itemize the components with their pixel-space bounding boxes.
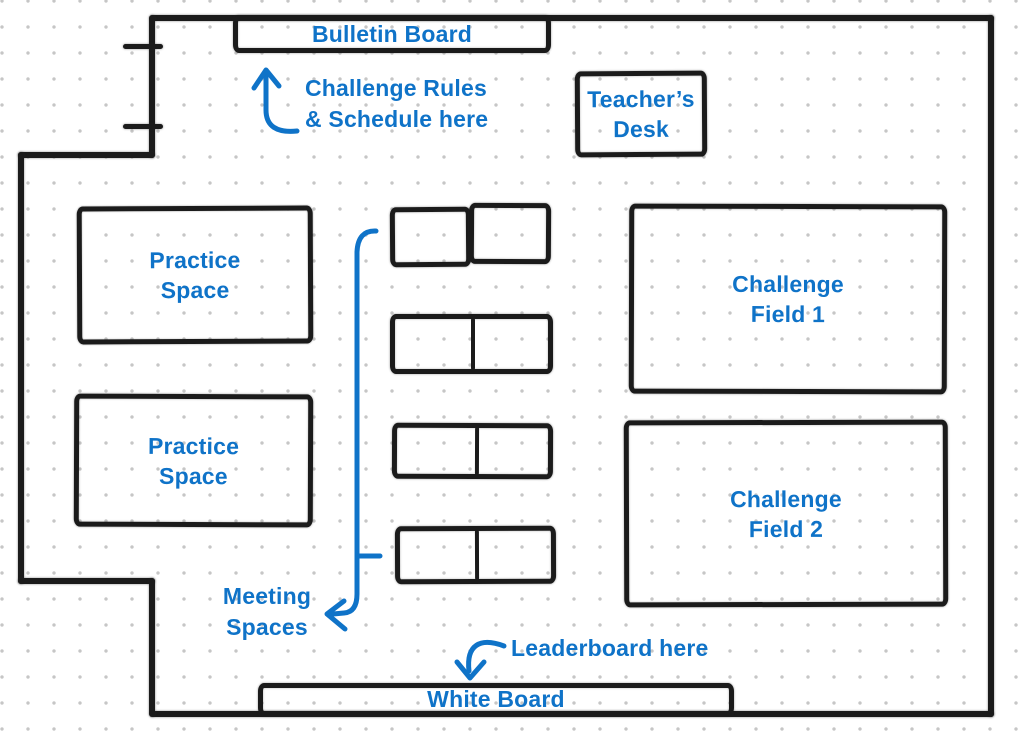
rules-annotation: Challenge Rules & Schedule here bbox=[305, 73, 488, 135]
wall-left-main bbox=[18, 152, 24, 584]
meeting-table-1a bbox=[389, 206, 472, 268]
meeting-spaces-line2: Spaces bbox=[226, 614, 308, 640]
challenge-field-1-label-line1: Challenge bbox=[732, 270, 844, 298]
practice-space-2-label-line2: Space bbox=[159, 462, 228, 489]
teachers-desk-label-line1: Teacher’s bbox=[587, 85, 695, 113]
wall-right bbox=[988, 15, 994, 717]
wall-left-upper bbox=[149, 15, 155, 158]
meeting-bracket bbox=[330, 228, 379, 617]
door-tick-bottom bbox=[123, 124, 163, 129]
wall-step-lower bbox=[18, 578, 155, 584]
meeting-table-3 bbox=[391, 422, 554, 480]
leaderboard-annotation: Leaderboard here bbox=[511, 635, 709, 661]
meeting-spaces-annotation: Meeting Spaces bbox=[202, 581, 332, 643]
meeting-table-4 bbox=[394, 525, 557, 585]
wall-top bbox=[150, 15, 994, 21]
rules-arrow-shaft bbox=[263, 73, 300, 134]
wall-step-upper bbox=[18, 152, 155, 158]
practice-space-2-label-line1: Practice bbox=[147, 432, 240, 459]
wall-left-lower bbox=[149, 578, 155, 717]
practice-space-1-label-line1: Practice bbox=[149, 246, 241, 274]
white-board-label: White Board bbox=[427, 686, 565, 712]
rules-arrow-head bbox=[251, 67, 282, 91]
rules-annotation-line1: Challenge Rules bbox=[305, 75, 487, 101]
teachers-desk-label-line2: Desk bbox=[613, 115, 670, 143]
white-board: White Board bbox=[258, 683, 734, 716]
leaderboard-arrow-head bbox=[454, 659, 487, 681]
table-divider bbox=[474, 529, 480, 581]
challenge-field-2-label-line2: Field 2 bbox=[748, 515, 824, 542]
meeting-spaces-line1: Meeting bbox=[222, 583, 312, 609]
teachers-desk: Teacher’s Desk bbox=[574, 70, 708, 158]
challenge-field-1: Challenge Field 1 bbox=[628, 203, 948, 395]
bulletin-board: Bulletin Board bbox=[233, 15, 551, 53]
rules-annotation-line2: & Schedule here bbox=[305, 106, 489, 132]
meeting-table-1b bbox=[468, 202, 552, 265]
meeting-table-2 bbox=[390, 314, 553, 374]
table-divider bbox=[474, 427, 480, 476]
leaderboard-arrow-shaft bbox=[466, 640, 507, 674]
practice-space-2: Practice Space bbox=[73, 393, 314, 528]
door-tick-top bbox=[123, 44, 163, 49]
challenge-field-2: Challenge Field 2 bbox=[623, 419, 949, 608]
bulletin-board-label: Bulletin Board bbox=[312, 21, 472, 47]
table-divider bbox=[471, 318, 475, 370]
practice-space-1: Practice Space bbox=[76, 205, 314, 345]
practice-space-1-label-line2: Space bbox=[160, 276, 230, 304]
challenge-field-2-label-line1: Challenge bbox=[730, 485, 842, 512]
challenge-field-1-label-line2: Field 1 bbox=[750, 300, 826, 328]
